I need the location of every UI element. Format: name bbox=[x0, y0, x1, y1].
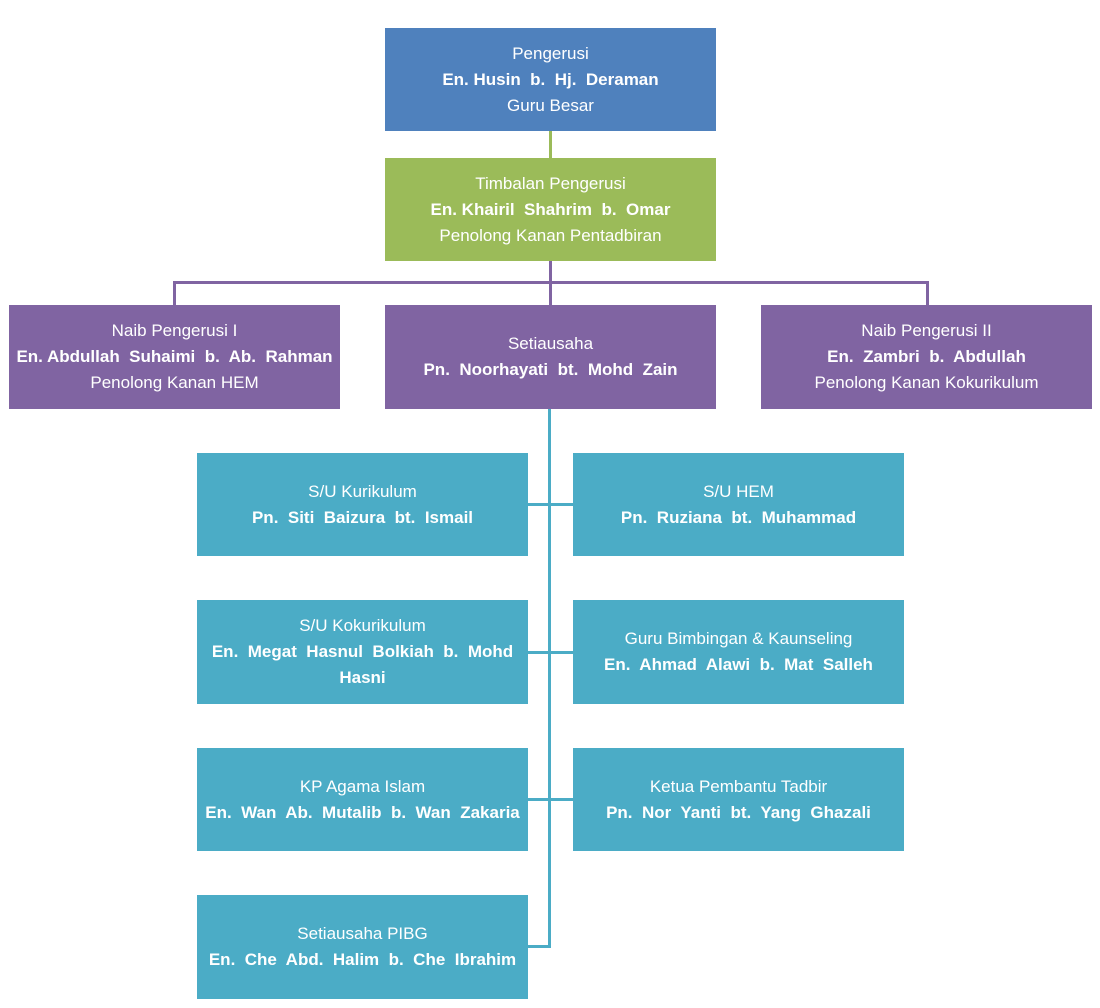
setiausaha-pibg-role: Setiausaha PIBG bbox=[297, 924, 428, 943]
chairman-post: Guru Besar bbox=[507, 95, 594, 115]
su-hem-role: S/U HEM bbox=[703, 481, 774, 501]
box-setiausaha-pibg: Setiausaha PIBG En. Che Abd. Halim b. Ch… bbox=[197, 895, 528, 999]
deputy-chairman-post: Penolong Kanan Pentadbiran bbox=[439, 225, 662, 245]
connector-secretary-trunk bbox=[548, 409, 551, 948]
box-vice-chairman-2: Naib Pengerusi II En. Zambri b. Abdullah… bbox=[761, 305, 1092, 409]
ketua-tadbir-name: Pn. Nor Yanti bt. Yang Ghazali bbox=[606, 802, 871, 822]
connector-row-3 bbox=[528, 798, 573, 801]
connector-row-4 bbox=[528, 945, 551, 948]
kp-agama-name: En. Wan Ab. Mutalib b. Wan Zakaria bbox=[205, 802, 520, 822]
box-su-kokurikulum: S/U Kokurikulum En. Megat Hasnul Bolkiah… bbox=[197, 600, 528, 704]
box-su-hem: S/U HEM Pn. Ruziana bt. Muhammad bbox=[573, 453, 904, 556]
vice-chairman-2-post: Penolong Kanan Kokurikulum bbox=[814, 373, 1039, 392]
box-vice-chairman-1: Naib Pengerusi I En. Abdullah Suhaimi b.… bbox=[9, 305, 340, 409]
secretary-role: Setiausaha bbox=[507, 334, 594, 353]
box-secretary: Setiausaha Pn. Noorhayati bt. Mohd Zain bbox=[385, 305, 716, 409]
box-chairman: Pengerusi En. Husin b. Hj. Deraman Guru … bbox=[385, 28, 716, 131]
vice-chairman-2-role: Naib Pengerusi II bbox=[861, 321, 992, 340]
box-su-kurikulum: S/U Kurikulum Pn. Siti Baizura bt. Ismai… bbox=[197, 453, 528, 556]
box-kp-agama: KP Agama Islam En. Wan Ab. Mutalib b. Wa… bbox=[197, 748, 528, 851]
su-kurikulum-name: Pn. Siti Baizura bt. Ismail bbox=[251, 507, 474, 527]
connector-chairman-deputy bbox=[549, 131, 552, 158]
connector-vice-1-drop bbox=[173, 281, 176, 305]
chairman-name: En. Husin b. Hj. Deraman bbox=[442, 69, 659, 89]
deputy-chairman-name: En. Khairil Shahrim b. Omar bbox=[430, 199, 671, 219]
connector-row-2 bbox=[528, 651, 573, 654]
guru-bimbingan-name: En. Ahmad Alawi b. Mat Salleh bbox=[604, 655, 873, 674]
su-hem-name: Pn. Ruziana bt. Muhammad bbox=[620, 507, 857, 527]
vice-chairman-1-post: Penolong Kanan HEM bbox=[90, 373, 259, 392]
su-kurikulum-role: S/U Kurikulum bbox=[308, 481, 417, 501]
deputy-chairman-role: Timbalan Pengerusi bbox=[475, 173, 626, 193]
vice-chairman-1-name: En. Abdullah Suhaimi b. Ab. Rahman bbox=[16, 347, 333, 366]
su-kokurikulum-role: S/U Kokurikulum bbox=[299, 616, 426, 635]
box-guru-bimbingan: Guru Bimbingan & Kaunseling En. Ahmad Al… bbox=[573, 600, 904, 704]
vice-chairman-1-role: Naib Pengerusi I bbox=[111, 321, 238, 340]
box-ketua-tadbir: Ketua Pembantu Tadbir Pn. Nor Yanti bt. … bbox=[573, 748, 904, 851]
connector-vice-2-drop bbox=[926, 281, 929, 305]
ketua-tadbir-role: Ketua Pembantu Tadbir bbox=[649, 776, 828, 796]
kp-agama-role: KP Agama Islam bbox=[299, 776, 426, 796]
setiausaha-pibg-name: En. Che Abd. Halim b. Che Ibrahim bbox=[208, 950, 517, 969]
chairman-role: Pengerusi bbox=[512, 43, 589, 63]
vice-chairman-2-name: En. Zambri b. Abdullah bbox=[827, 347, 1026, 366]
box-deputy-chairman: Timbalan Pengerusi En. Khairil Shahrim b… bbox=[385, 158, 716, 261]
su-kokurikulum-name: En. Megat Hasnul Bolkiah b. Mohd Hasni bbox=[211, 642, 523, 687]
guru-bimbingan-role: Guru Bimbingan & Kaunseling bbox=[624, 629, 853, 648]
secretary-name: Pn. Noorhayati bt. Mohd Zain bbox=[423, 360, 678, 379]
connector-committee-horizontal bbox=[173, 281, 929, 284]
connector-row-1 bbox=[528, 503, 573, 506]
